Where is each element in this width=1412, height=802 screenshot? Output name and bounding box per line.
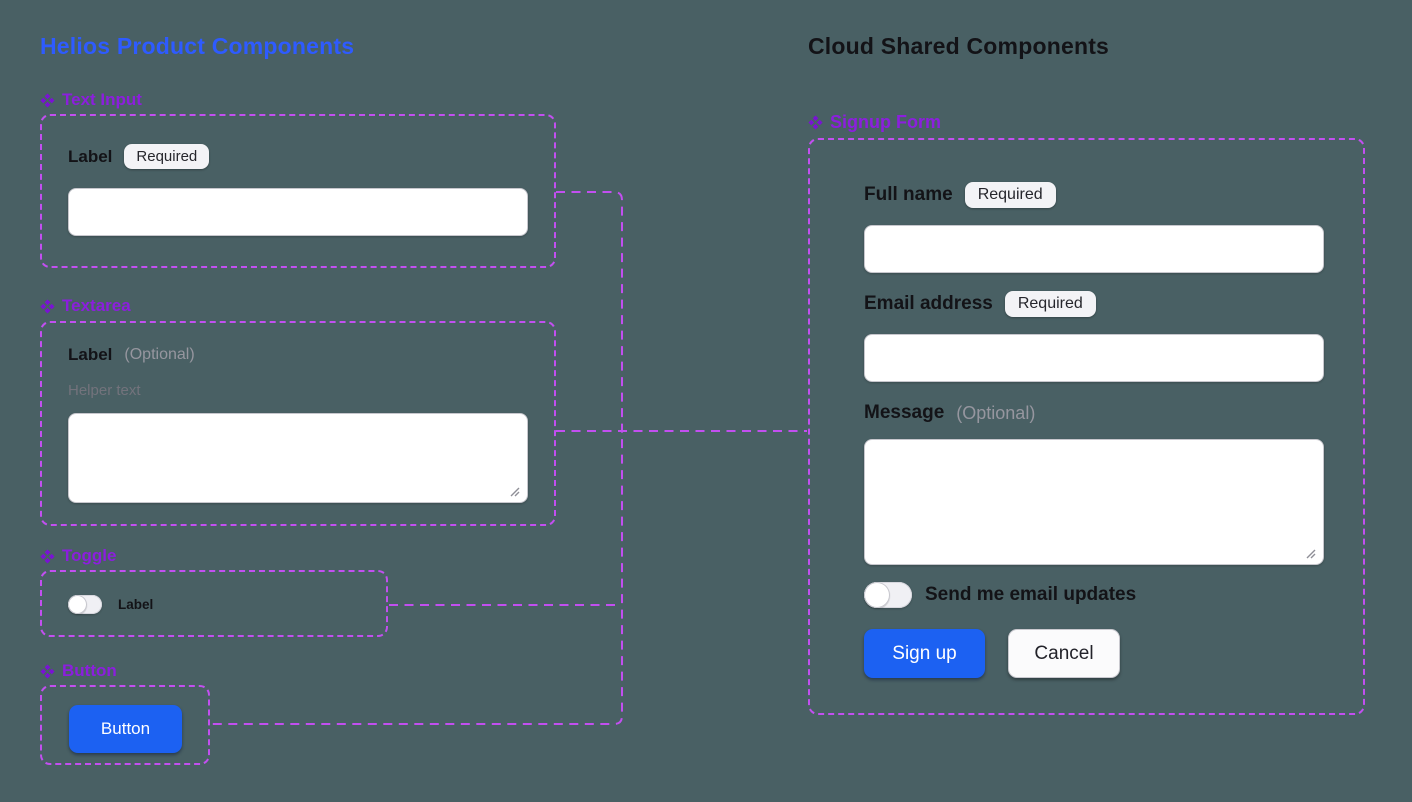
cancel-button[interactable]: Cancel xyxy=(1008,629,1120,678)
email-input[interactable] xyxy=(864,334,1324,382)
signup-form-frame: Full name Required Email address Require… xyxy=(808,138,1365,715)
email-updates-toggle[interactable] xyxy=(864,582,912,608)
textarea-label-row: Label (Optional) xyxy=(68,345,195,365)
section-heading-textarea: Textarea xyxy=(40,296,131,316)
email-label-row: Email address Required xyxy=(864,291,1096,317)
component-icon xyxy=(40,548,55,564)
toggle-component-frame: Label xyxy=(40,570,388,637)
text-input-label-row: Label Required xyxy=(68,144,210,169)
section-heading-label: Toggle xyxy=(62,546,117,565)
message-label: Message xyxy=(864,402,945,423)
component-icon xyxy=(40,298,55,314)
textarea-component-frame: Label (Optional) Helper text xyxy=(40,321,556,526)
textarea-label: Label xyxy=(68,345,113,364)
toggle-knob xyxy=(68,594,87,614)
full-name-label-row: Full name Required xyxy=(864,182,1056,208)
toggle-row: Label xyxy=(68,588,153,620)
message-label-row: Message (Optional) xyxy=(864,402,1035,424)
required-badge: Required xyxy=(124,144,210,169)
component-icon xyxy=(40,92,55,108)
textarea-field[interactable] xyxy=(68,413,528,503)
section-heading-label: Text Input xyxy=(62,90,142,109)
email-label: Email address xyxy=(864,293,993,314)
section-heading-label: Signup Form xyxy=(830,112,941,132)
right-panel-title: Cloud Shared Components xyxy=(808,33,1110,59)
required-badge: Required xyxy=(1004,291,1096,317)
text-input-field[interactable] xyxy=(68,188,528,236)
optional-hint: (Optional) xyxy=(124,346,195,363)
section-heading-toggle: Toggle xyxy=(40,546,116,566)
email-updates-row: Send me email updates xyxy=(864,581,1136,609)
section-heading-signup-form: Signup Form xyxy=(808,112,941,133)
email-updates-label: Send me email updates xyxy=(925,584,1137,605)
toggle-switch[interactable] xyxy=(68,594,102,614)
text-input-component-frame: Label Required xyxy=(40,114,556,268)
toggle-knob xyxy=(864,582,890,608)
message-textarea[interactable] xyxy=(864,439,1324,565)
optional-hint: (Optional) xyxy=(956,402,1036,423)
textarea-helper-text: Helper text xyxy=(68,382,141,399)
section-heading-label: Textarea xyxy=(62,296,131,315)
full-name-input[interactable] xyxy=(864,225,1324,273)
full-name-label: Full name xyxy=(864,184,953,205)
section-heading-button: Button xyxy=(40,661,117,681)
sample-button[interactable]: Button xyxy=(69,705,182,753)
sign-up-button[interactable]: Sign up xyxy=(864,629,985,678)
section-heading-text-input: Text Input xyxy=(40,90,142,110)
toggle-label: Label xyxy=(118,596,154,612)
text-input-label: Label xyxy=(68,146,113,166)
left-panel-title: Helios Product Components xyxy=(40,33,355,59)
section-heading-label: Button xyxy=(62,661,117,680)
component-icon xyxy=(808,115,823,130)
button-component-frame: Button xyxy=(40,685,210,765)
required-badge: Required xyxy=(964,182,1056,208)
component-icon xyxy=(40,663,55,679)
